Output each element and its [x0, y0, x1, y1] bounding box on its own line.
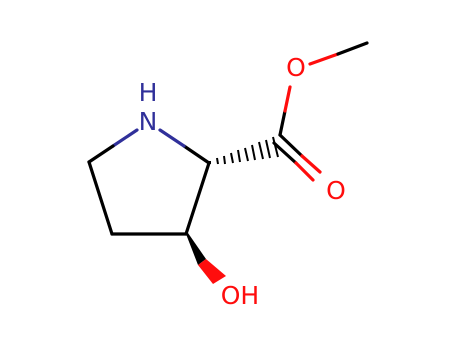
double-bond-line-a-red [300, 154, 322, 174]
solid-wedge-bond-red [198, 259, 226, 284]
ester-group [272, 41, 369, 182]
bond-n-c5-nitrogen-part [111, 128, 139, 148]
amine-hydrogen-label: H [139, 78, 158, 107]
hashed-wedge-bond [209, 136, 279, 165]
bond-c5-c4 [87, 160, 114, 236]
bond-carbonyl-c-ester-o-black [278, 109, 287, 137]
carbonyl-oxygen-label: O [326, 176, 346, 205]
double-bond-line-a-black [278, 133, 304, 158]
double-bond-line-b-red [294, 161, 315, 182]
bond-n-c5-carbon-part [87, 144, 115, 164]
amine-nitrogen-label: N [139, 107, 158, 136]
bond-c3-c2 [184, 161, 211, 236]
bond-ester-o-methyl-black [336, 41, 369, 56]
solid-wedge-bond-black [186, 233, 206, 265]
bond-c2-n-nitrogen-part [158, 128, 186, 148]
bond-ester-o-methyl-red [308, 52, 340, 66]
bond-carbonyl-c-ester-o-red [283, 85, 292, 113]
double-bond-line-b-black [272, 141, 298, 165]
bond-c2-n-carbon-part [182, 144, 211, 165]
pyrrolidine-ring [87, 128, 211, 236]
hydroxyl-label: OH [221, 281, 259, 310]
ester-oxygen-label: O [286, 53, 306, 82]
